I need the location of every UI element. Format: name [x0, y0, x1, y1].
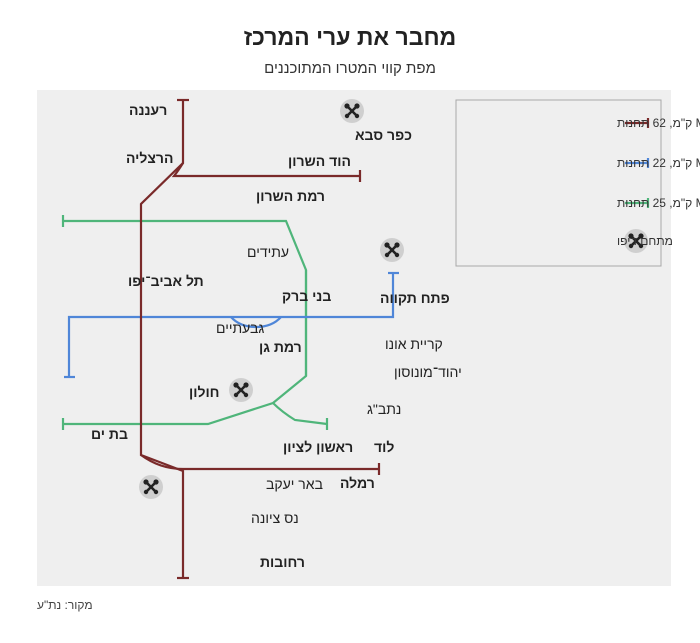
map-title: מחבר את ערי המרכז [243, 24, 457, 50]
legend: קו M1 – 85 ק"מ, 62 תחנות קו M2 – 25 ק"מ,… [455, 99, 700, 267]
city-nes-ziona: נס ציונה [251, 510, 299, 526]
line-m2 [64, 271, 399, 379]
city-rehovot: רחובות [260, 554, 305, 570]
map-subtitle: מפת קווי המטרו המתוכננים [264, 60, 436, 77]
city-ramat-gan: רמת גן [259, 339, 302, 355]
city-petah-tikva: פתח תקווה [380, 290, 450, 306]
city-raanana: רעננה [129, 102, 167, 118]
depot-wrench-icon [137, 473, 165, 501]
city-givatayim: גבעתיים [216, 320, 264, 336]
city-herzliya: הרצליה [126, 150, 173, 166]
city-bnei-brak: בני ברק [282, 288, 331, 304]
legend-label-m3: קו M3 – 39 ק"מ, 25 תחנות [617, 196, 700, 210]
legend-label-depot: מתחם דיפו [617, 234, 673, 248]
legend-label-m2: קו M2 – 25 ק"מ, 22 תחנות [617, 156, 700, 170]
legend-label-m1: קו M1 – 85 ק"מ, 62 תחנות [617, 116, 700, 130]
city-ramla: רמלה [340, 475, 375, 491]
city-ramat-hasharon: רמת השרון [256, 188, 325, 204]
source-note: מקור: נת"ע [37, 598, 93, 612]
city-hod-hasharon: הוד השרון [288, 153, 351, 169]
city-holon: חולון [189, 384, 219, 400]
line-m3 [61, 215, 329, 430]
legend-item-m2: קו M2 – 25 ק"מ, 22 תחנות [617, 156, 700, 170]
depot-wrench-icon [338, 97, 366, 125]
legend-item-m3: קו M3 – 39 ק"מ, 25 תחנות [617, 196, 700, 210]
depot-wrench-icon [378, 236, 406, 264]
city-rishon: ראשון לציון [283, 439, 353, 455]
city-kiryat-ono: קריית אונו [385, 336, 443, 352]
city-yehud: יהוד־מונוסון [394, 364, 462, 380]
city-tel-aviv: תל אביב־יפו [128, 273, 204, 289]
legend-item-depot: מתחם דיפו [617, 227, 673, 255]
city-atidim: עתידים [247, 244, 289, 260]
city-bat-yam: בת ים [91, 426, 128, 442]
city-nataf: נתב"ג [367, 401, 401, 417]
legend-item-m1: קו M1 – 85 ק"מ, 62 תחנות [617, 116, 700, 130]
depot-wrench-icon [227, 376, 255, 404]
city-labels: רעננה כפר סבא הרצליה הוד השרון רמת השרון… [91, 102, 462, 570]
city-beer-yaakov: באר יעקב [266, 476, 323, 492]
city-lod: לוד [374, 439, 394, 455]
line-m1 [139, 98, 381, 580]
city-kfar-saba: כפר סבא [355, 127, 412, 143]
